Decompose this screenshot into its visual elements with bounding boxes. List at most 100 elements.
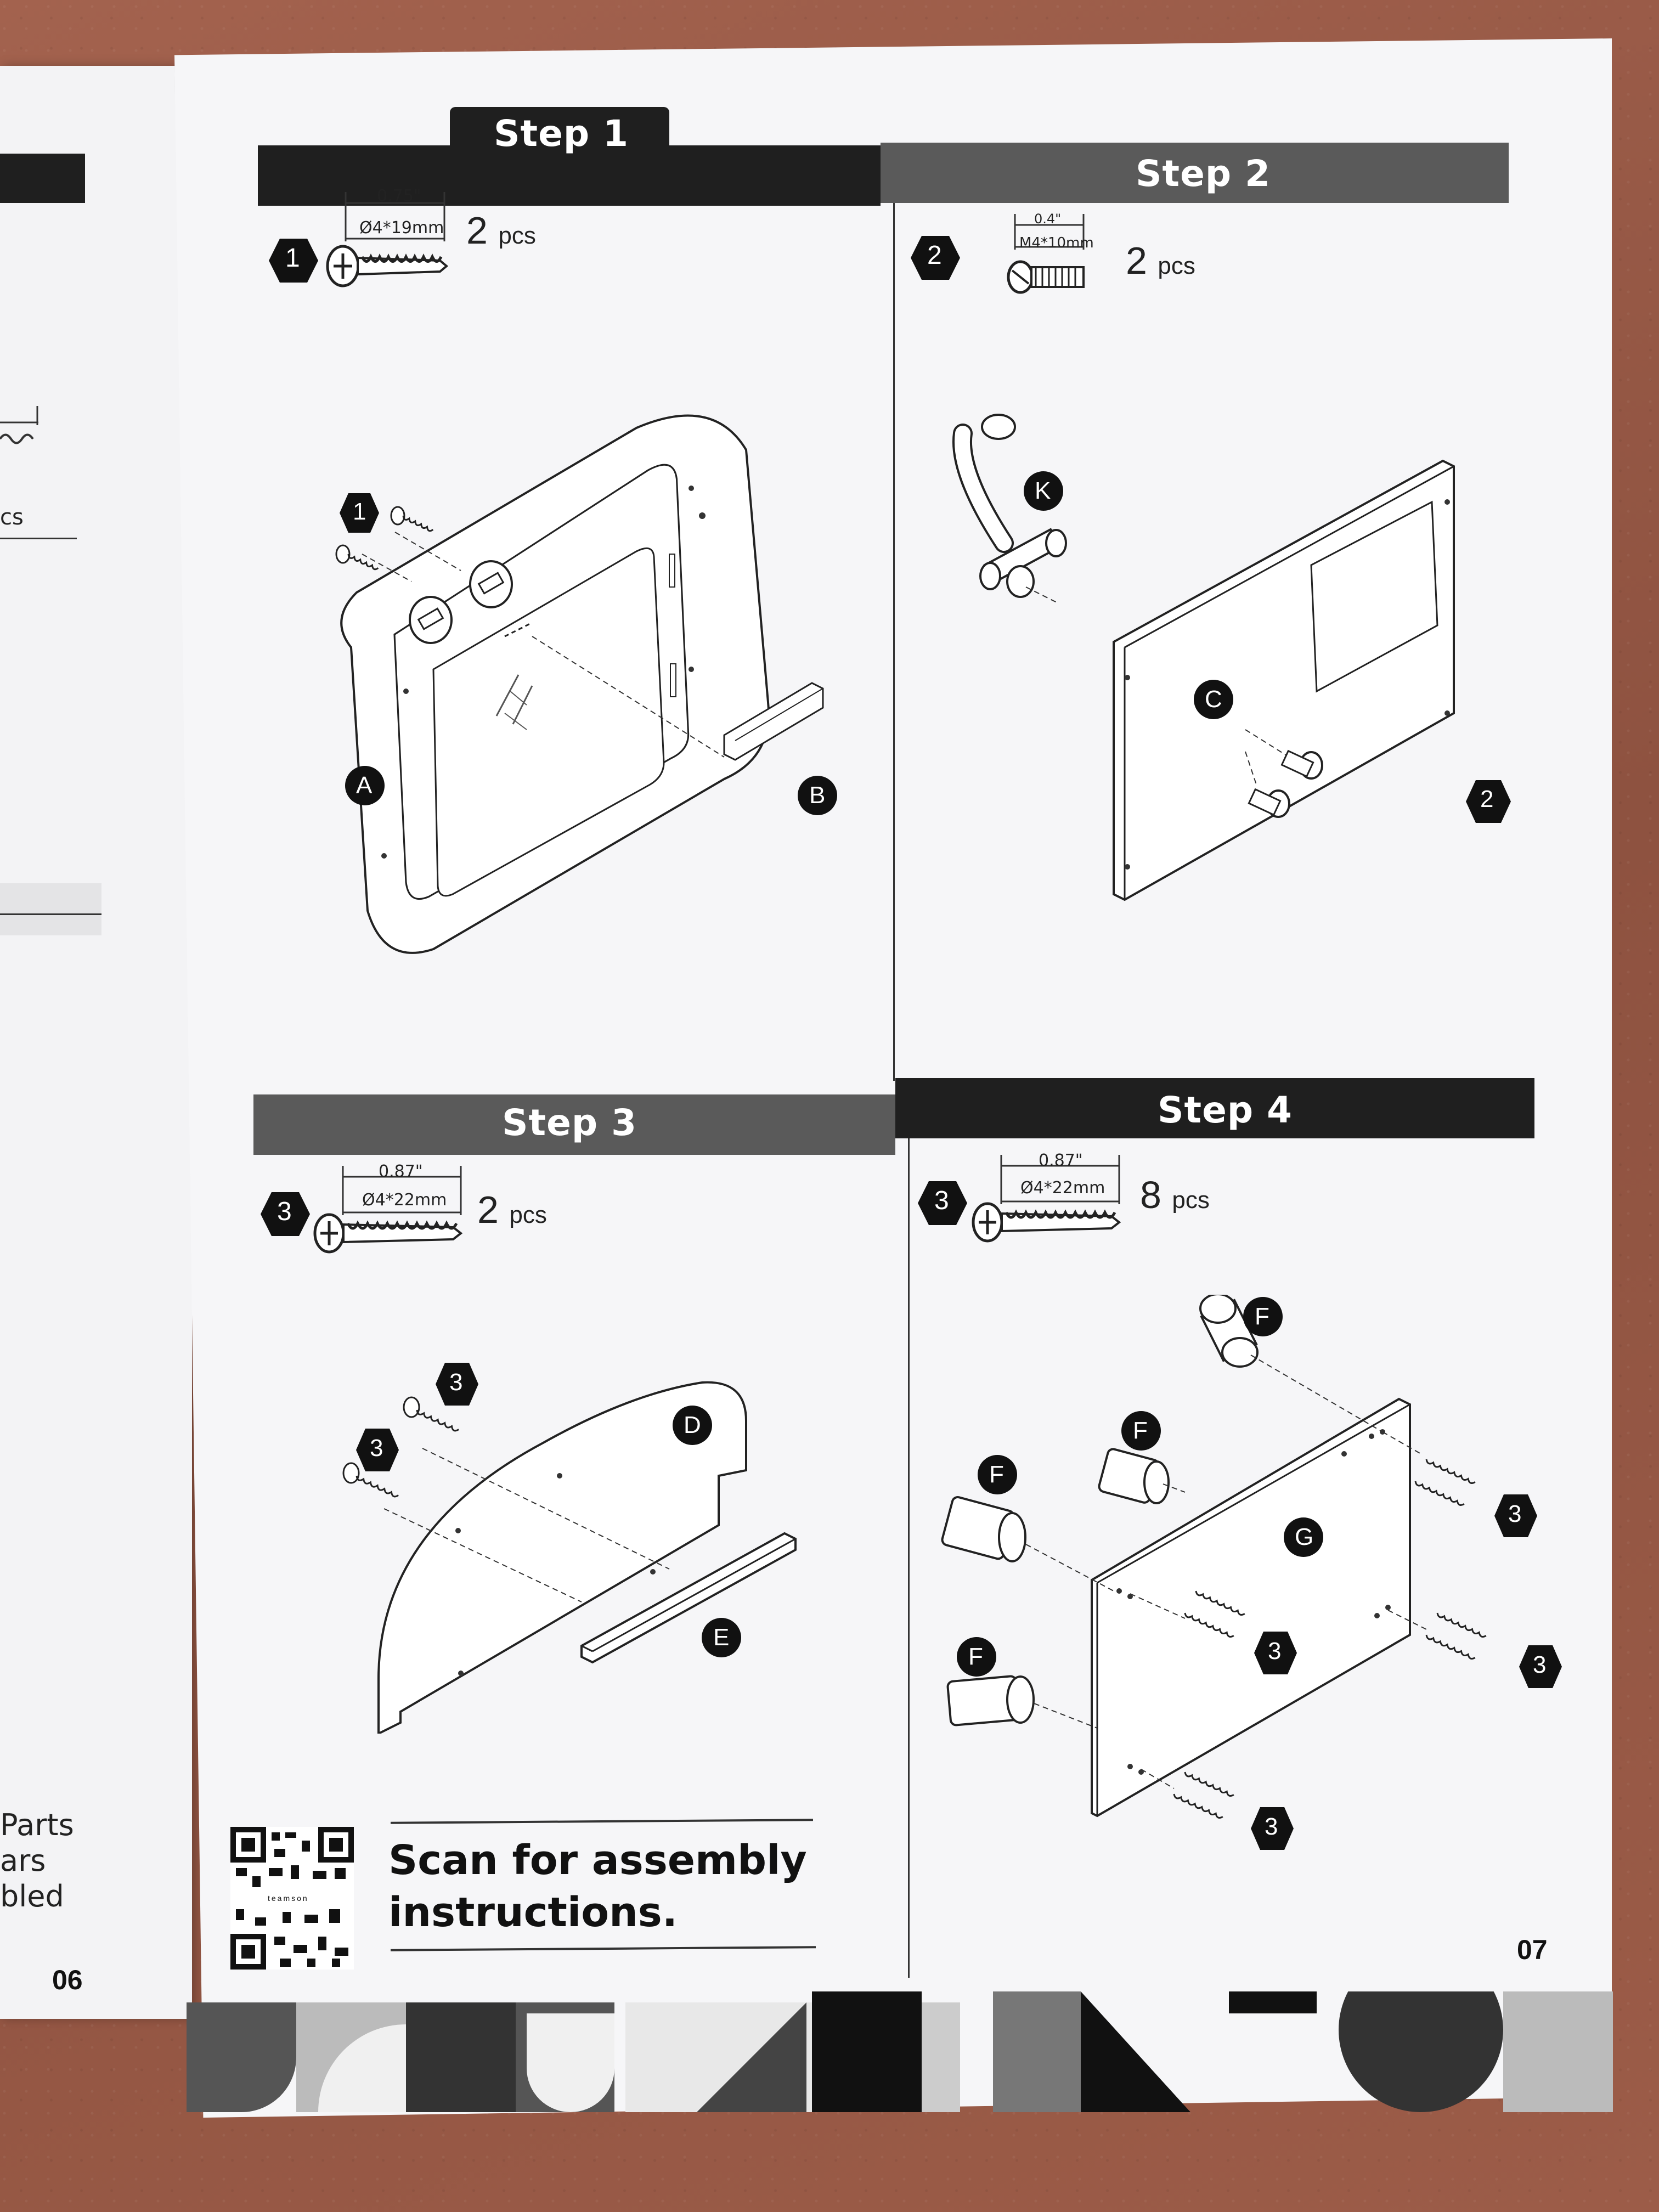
step1-dim-mm: Ø4*19mm (359, 218, 444, 238)
step4-screw-icon (972, 1155, 1121, 1243)
qr-brand: teamson (266, 1893, 311, 1904)
dowel-f-mid (1098, 1448, 1170, 1504)
dowel-f-bottom (946, 1675, 1035, 1726)
step3-part-badge-number: 3 (277, 1197, 292, 1226)
step3-screw-b (342, 1462, 399, 1498)
step4-part-badge (918, 1181, 967, 1225)
step2-dim-inch: 0.4" (1034, 211, 1062, 227)
panel-d (377, 1381, 747, 1734)
step4-qty-number: 8 (1140, 1173, 1161, 1216)
step1-label-a: A (356, 772, 373, 799)
step2-screw-a (1280, 749, 1323, 780)
vertical-divider-top (893, 203, 895, 1081)
qr-code-pattern (230, 1827, 354, 1970)
step4-label-f2: F (1133, 1417, 1148, 1444)
step2-part-badge-number: 2 (927, 241, 942, 270)
step4-label-3c: 3 (1533, 1651, 1547, 1678)
step2-diagram (952, 414, 1455, 901)
step1-qty: 2 pcs (466, 208, 536, 252)
left-page: cs Parts ars bled 06 (0, 66, 192, 2019)
step4-label-f3-badge (978, 1455, 1017, 1494)
step1-qty-number: 2 (466, 209, 488, 252)
left-line-1: Parts (0, 1808, 74, 1842)
left-divider (0, 538, 77, 539)
dowel-f-left (941, 1496, 1026, 1562)
step3-label-e-badge (702, 1618, 741, 1657)
step2-title: Step 2 (1136, 153, 1271, 195)
step3-qty-unit: pcs (509, 1201, 547, 1228)
step4-label-f1: F (1255, 1303, 1269, 1330)
step4-label-3a: 3 (1508, 1500, 1522, 1527)
step3-qty: 2 pcs (477, 1188, 547, 1232)
step4-title: Step 4 (1158, 1089, 1293, 1131)
step3-qty-number: 2 (477, 1188, 499, 1231)
step2-qty: 2 pcs (1126, 239, 1195, 283)
qr-code[interactable]: teamson (230, 1827, 354, 1970)
step1-dim-inch: 0.75" (377, 187, 421, 206)
step4-label-3c-badge (1519, 1645, 1562, 1688)
step1-label-1-badge (340, 493, 379, 533)
page-number-right: 07 (1517, 1934, 1548, 1965)
step4-label-3a-badge (1494, 1494, 1537, 1537)
step4-label-g-badge (1284, 1517, 1323, 1557)
step3-screw-a (403, 1396, 459, 1432)
step3-label-3a-badge (436, 1363, 478, 1406)
left-qty-fragment: cs (0, 505, 24, 530)
step2-label-k-badge (1024, 471, 1063, 511)
step3-label-3b: 3 (370, 1435, 383, 1462)
step1-label-b-badge (798, 776, 837, 815)
panel-c (1113, 459, 1455, 901)
step4-label-3b-badge (1254, 1632, 1297, 1674)
step4-qty-unit: pcs (1172, 1187, 1210, 1214)
step1-label-b: B (809, 782, 826, 809)
step3-title: Step 3 (502, 1102, 637, 1144)
step4-label-3d: 3 (1265, 1813, 1278, 1840)
step4-dim-inch: 0.87" (1039, 1151, 1083, 1170)
step1-part-badge (269, 239, 318, 283)
step3-label-d: D (684, 1412, 701, 1438)
step3-part-badge (261, 1192, 310, 1236)
left-divider-2 (0, 913, 101, 915)
step4-label-f4-badge (957, 1637, 996, 1677)
scan-line-1: Scan for assembly (388, 1837, 807, 1884)
step4-screws (1173, 1459, 1487, 1819)
left-grey-block (0, 883, 101, 935)
decorative-footer-band (187, 1991, 1613, 2118)
panel-g (1091, 1397, 1411, 1818)
step1-label-a-badge (345, 766, 385, 805)
vertical-divider-bottom (908, 1138, 910, 1978)
step4-label-f3: F (989, 1461, 1004, 1488)
step4-dim-mm: Ø4*22mm (1020, 1178, 1105, 1198)
step3-dim-inch: 0.87" (379, 1162, 423, 1181)
knob-2 (469, 560, 513, 608)
step4-label-f4: F (968, 1643, 983, 1670)
step4-qty: 8 pcs (1140, 1173, 1210, 1217)
step1-screw-b (335, 544, 379, 571)
step4-bar (895, 1078, 1534, 1138)
part-b (723, 682, 824, 761)
step3-label-d-badge (673, 1406, 712, 1445)
step2-label-2-badge (1466, 780, 1511, 823)
dowel-f-top (1199, 1295, 1259, 1368)
step1-screw-icon (326, 192, 449, 287)
step2-bar (881, 143, 1509, 203)
left-line-2: ars (0, 1843, 46, 1878)
step1-qty-unit: pcs (498, 222, 536, 249)
step3-label-3a: 3 (449, 1369, 463, 1396)
step1-diagram (335, 414, 824, 954)
step2-label-c-badge (1194, 680, 1233, 719)
step3-dim-mm: Ø4*22mm (362, 1190, 447, 1210)
step3-diagram (342, 1381, 797, 1734)
step3-bar (253, 1094, 895, 1155)
step4-diagram (941, 1295, 1487, 1819)
step2-screw-b (1248, 788, 1290, 818)
step4-label-3b: 3 (1268, 1638, 1282, 1664)
step4-label-f2-badge (1121, 1411, 1161, 1451)
part-k-faucet (952, 414, 1067, 598)
knob-1 (409, 596, 453, 644)
step2-label-k: K (1035, 477, 1051, 504)
step3-screw-icon (313, 1166, 463, 1254)
step4-label-f1-badge (1243, 1297, 1283, 1336)
left-step-bar (0, 154, 85, 203)
step2-part-badge (911, 236, 960, 280)
